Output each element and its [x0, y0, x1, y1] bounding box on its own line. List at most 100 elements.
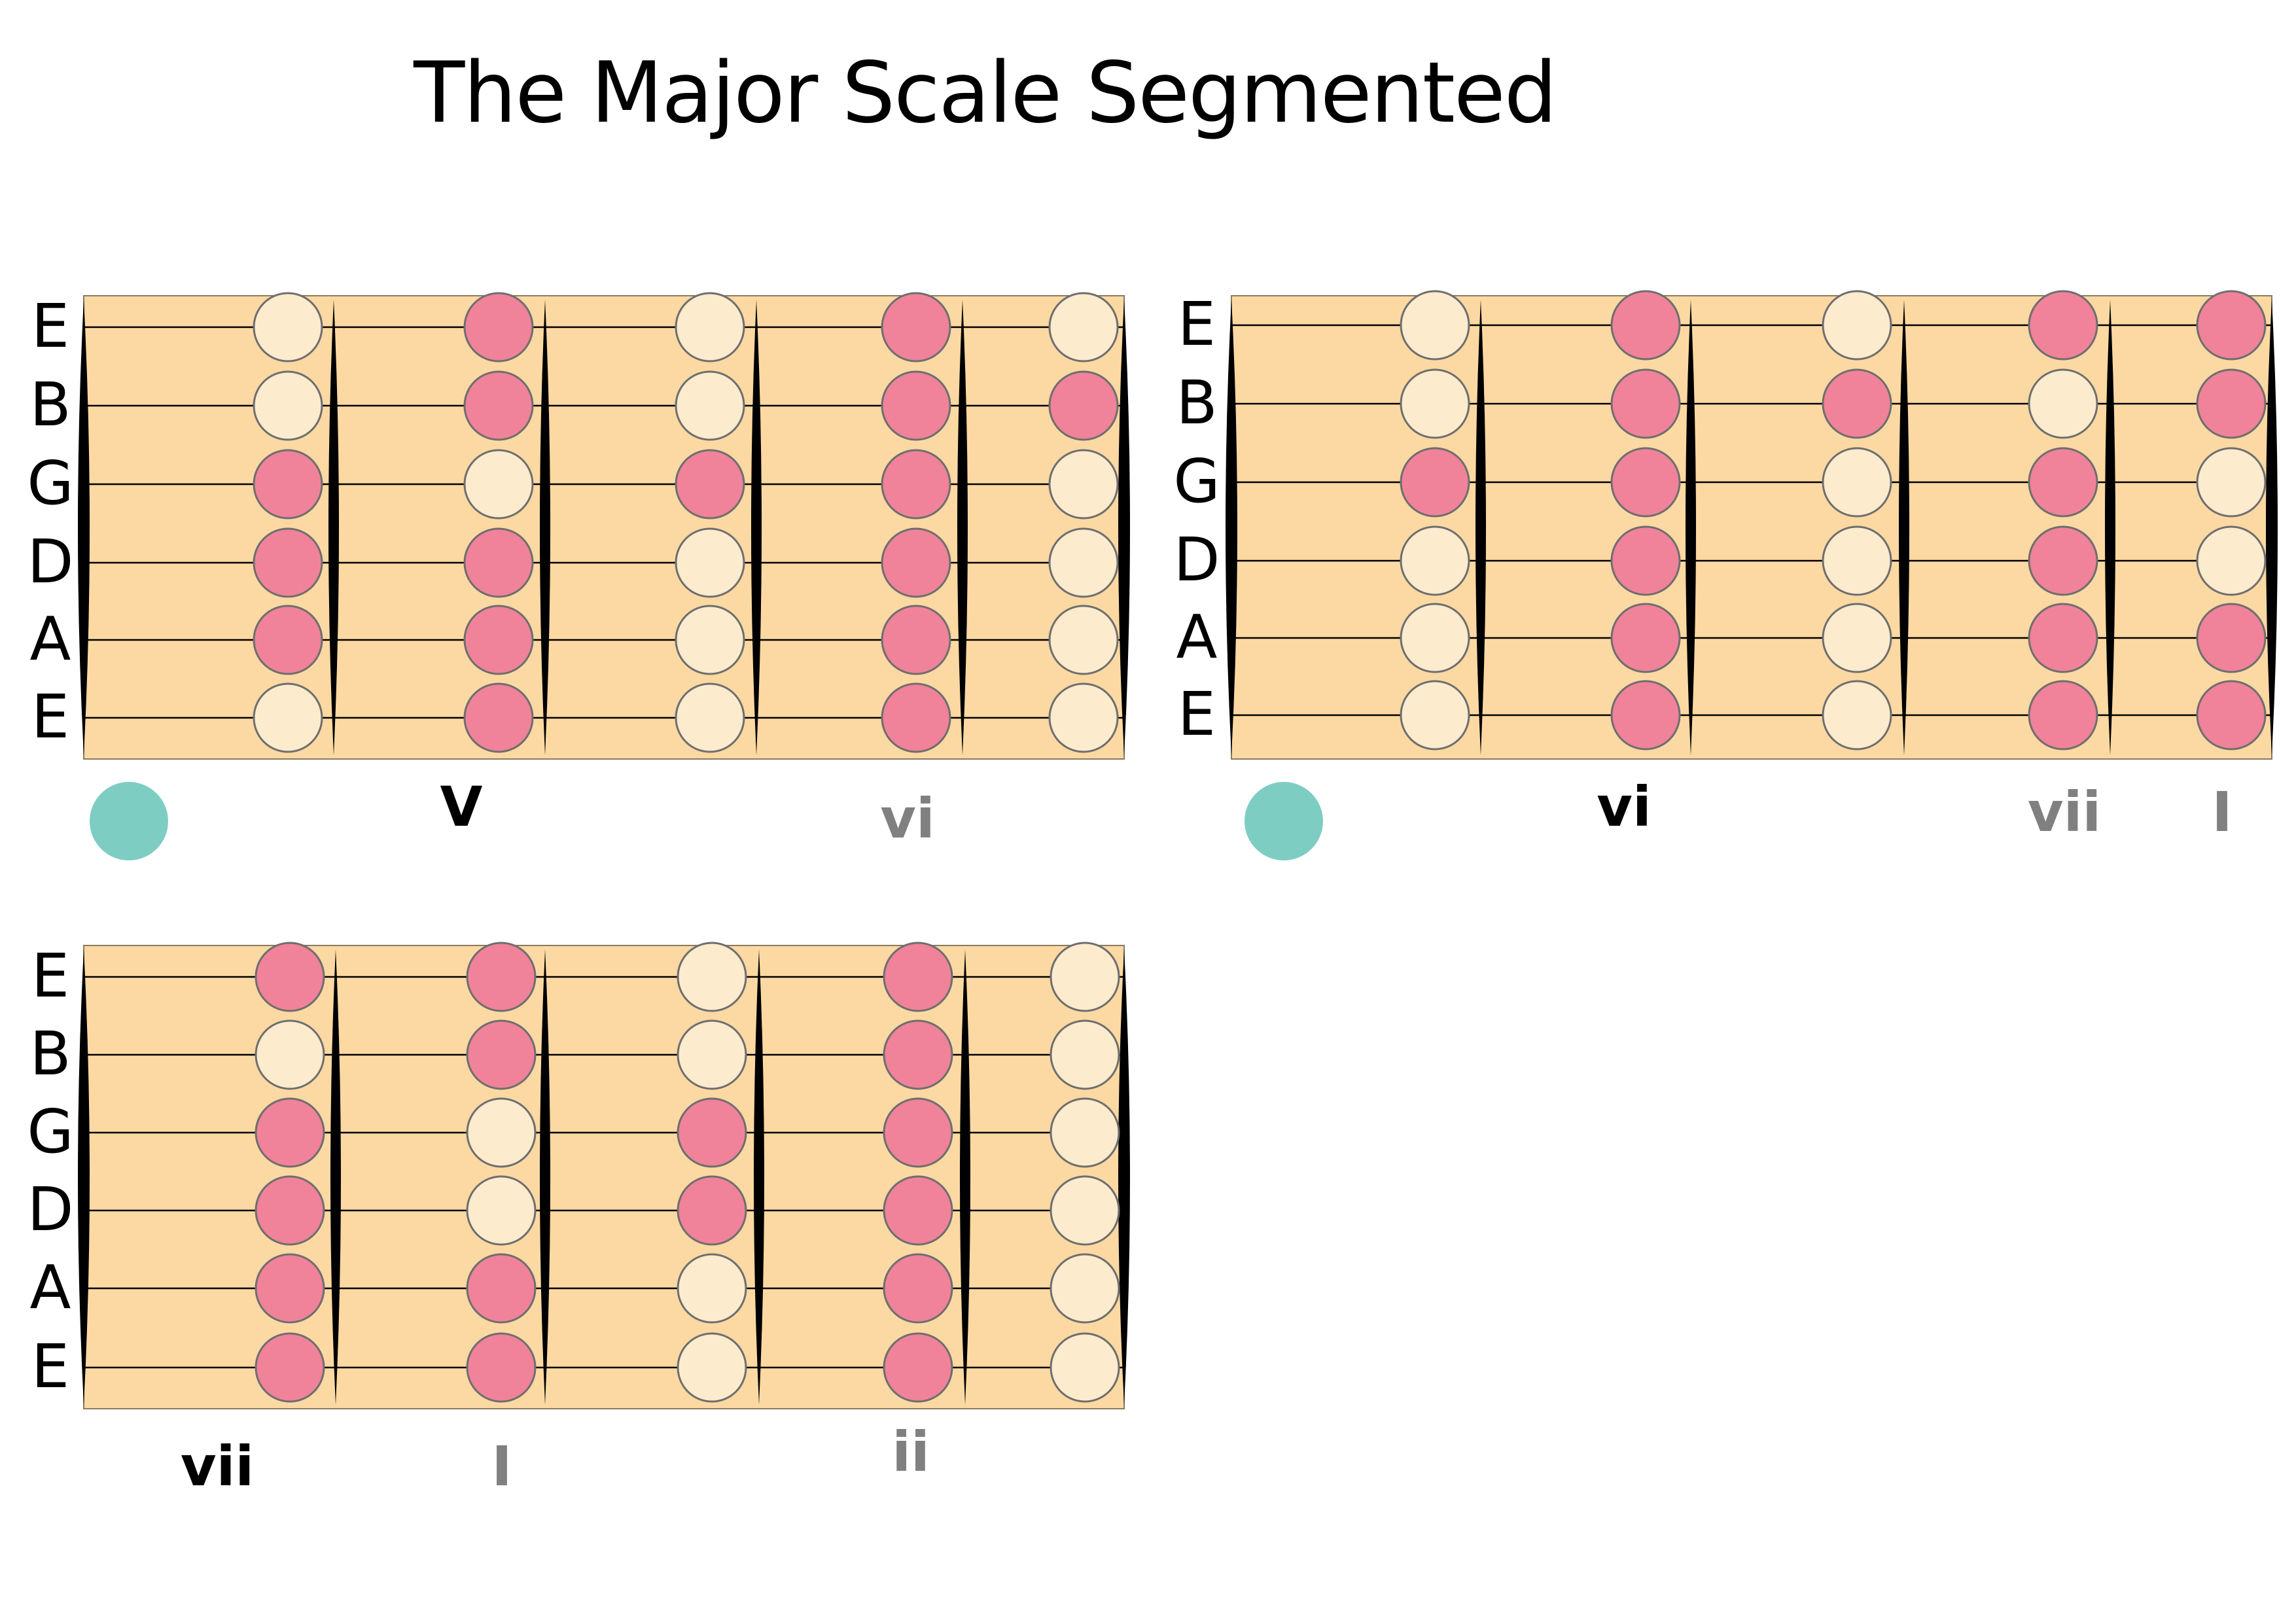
fret-bar: [1475, 300, 1486, 755]
position-marker: [90, 782, 168, 860]
scale-note-dot: [1822, 603, 1892, 673]
scale-note-dot: [1400, 368, 1470, 439]
scale-note-dot-highlighted: [2196, 290, 2267, 361]
scale-note-dot: [677, 1019, 747, 1090]
string-label: E: [31, 941, 69, 1011]
fret-bar: [2105, 300, 2115, 755]
scale-note-dot-highlighted: [253, 527, 323, 598]
scale-note-dot: [1400, 603, 1470, 673]
fret-bar: [754, 949, 764, 1405]
scale-note-dot: [2196, 447, 2267, 518]
string-label: G: [27, 1097, 73, 1167]
string-label: A: [30, 1252, 71, 1322]
scale-note-dot-highlighted: [255, 1097, 325, 1168]
scale-note-dot-highlighted: [881, 370, 951, 441]
scale-note-dot-highlighted: [881, 682, 951, 753]
scale-note-dot-highlighted: [677, 1097, 747, 1168]
scale-note-dot: [1050, 1097, 1120, 1168]
scale-note-dot-highlighted: [1610, 680, 1681, 750]
scale-note-dot-highlighted: [463, 292, 534, 362]
scale-note-dot: [466, 1175, 537, 1246]
scale-note-dot-highlighted: [466, 1332, 537, 1403]
fret-bar: [751, 300, 762, 755]
scale-note-dot: [1050, 1019, 1120, 1090]
scale-note-dot-highlighted: [883, 1253, 953, 1324]
fret-bar: [960, 949, 970, 1405]
scale-note-dot: [1822, 525, 1892, 596]
string-label: E: [1178, 289, 1216, 359]
fret-bar: [957, 300, 968, 755]
string-label: D: [1174, 525, 1220, 595]
scale-note-dot: [677, 942, 747, 1012]
scale-note-dot: [1400, 290, 1470, 361]
scale-degree-label: vi: [1597, 775, 1651, 839]
scale-note-dot: [2196, 525, 2267, 596]
scale-note-dot: [1048, 605, 1119, 675]
scale-note-dot-highlighted: [881, 449, 951, 520]
scale-note-dot: [1050, 1332, 1120, 1403]
scale-note-dot-highlighted: [1610, 290, 1681, 361]
scale-note-dot-highlighted: [881, 605, 951, 675]
scale-degree-label: vi: [880, 786, 935, 851]
scale-note-dot: [675, 682, 745, 753]
scale-degree-label: vii: [181, 1434, 254, 1498]
string-label: E: [31, 682, 69, 752]
string-label: D: [27, 527, 74, 597]
string-label: E: [31, 291, 69, 361]
scale-degree-label: ii: [892, 1420, 930, 1484]
scale-note-dot: [1400, 525, 1470, 596]
string-label: D: [27, 1174, 74, 1244]
scale-note-dot-highlighted: [2028, 525, 2098, 596]
scale-note-dot: [675, 527, 745, 598]
scale-note-dot: [1050, 1253, 1120, 1324]
scale-note-dot: [1048, 682, 1119, 753]
fretboard-background: [83, 295, 1125, 760]
scale-note-dot: [1050, 942, 1120, 1012]
scale-note-dot-highlighted: [255, 1175, 325, 1246]
scale-note-dot: [1048, 292, 1119, 362]
page-title: The Major Scale Segmented: [414, 44, 1557, 142]
scale-note-dot: [675, 292, 745, 362]
string-label: B: [1176, 368, 1217, 438]
scale-note-dot-highlighted: [466, 1253, 537, 1324]
scale-note-dot-highlighted: [255, 942, 325, 1012]
scale-note-dot: [253, 292, 323, 362]
scale-note-dot-highlighted: [2028, 290, 2098, 361]
scale-degree-label: vii: [2028, 780, 2101, 844]
scale-note-dot-highlighted: [463, 370, 534, 441]
fretboard-background: [1231, 295, 2272, 760]
scale-note-dot-highlighted: [1610, 368, 1681, 439]
scale-note-dot-highlighted: [255, 1253, 325, 1324]
scale-note-dot: [466, 1097, 537, 1168]
scale-note-dot-highlighted: [881, 527, 951, 598]
fret-bar: [540, 300, 550, 755]
scale-note-dot-highlighted: [1400, 447, 1470, 518]
scale-degree-label: V: [440, 775, 482, 839]
scale-note-dot: [1048, 449, 1119, 520]
scale-note-dot-highlighted: [881, 292, 951, 362]
scale-note-dot: [255, 1019, 325, 1090]
scale-note-dot: [1822, 680, 1892, 750]
scale-note-dot-highlighted: [2028, 603, 2098, 673]
scale-note-dot: [253, 370, 323, 441]
scale-note-dot: [463, 449, 534, 520]
scale-note-dot-highlighted: [1610, 447, 1681, 518]
scale-note-dot-highlighted: [2028, 447, 2098, 518]
string-label: E: [31, 1332, 69, 1402]
scale-note-dot-highlighted: [675, 449, 745, 520]
scale-note-dot-highlighted: [1048, 370, 1119, 441]
scale-note-dot-highlighted: [1610, 603, 1681, 673]
string-label: B: [29, 1019, 71, 1089]
string-label: A: [1176, 602, 1218, 672]
scale-note-dot: [1822, 290, 1892, 361]
scale-note-dot: [253, 682, 323, 753]
string-label: A: [30, 604, 71, 674]
fret-bar: [1226, 300, 1237, 755]
string-label: B: [29, 370, 71, 440]
fret-bar: [1899, 300, 1909, 755]
scale-note-dot-highlighted: [463, 682, 534, 753]
scale-note-dot-highlighted: [883, 1175, 953, 1246]
